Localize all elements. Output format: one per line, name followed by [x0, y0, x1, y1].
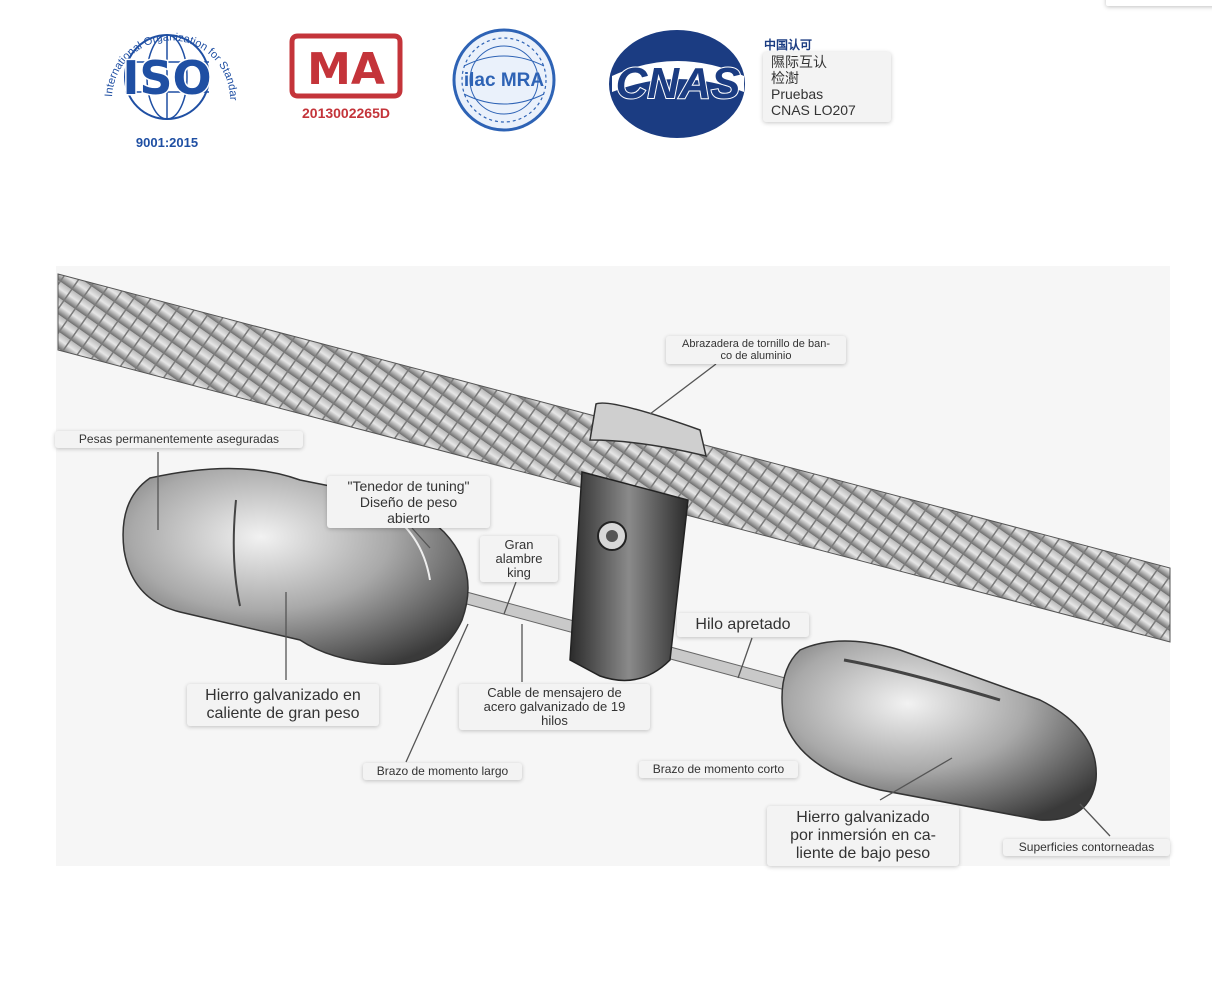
label-short-moment-arm: Brazo de momento corto: [639, 761, 798, 778]
conductor-cable: [57, 273, 1171, 643]
iso-standard: 9001:2015: [136, 135, 198, 150]
clamp-bolt-center: [606, 530, 618, 542]
label-tight-thread: Hilo apretado: [677, 613, 809, 637]
clamp-body: [569, 471, 689, 682]
label-tuning-fork: "Tenedor de tuning" Diseño de peso abier…: [327, 476, 490, 528]
label-long-moment-arm: Brazo de momento largo: [363, 763, 522, 780]
cma-code: 2013002265D: [302, 105, 390, 121]
cnas-tooltip-line: 隰际互认: [771, 54, 827, 70]
cnas-tooltip-line: Pruebas: [771, 86, 824, 102]
label-clamp: Abrazadera de tornillo de ban- co de alu…: [666, 336, 846, 364]
leader-lines: [157, 363, 1111, 837]
top-right-card: [1106, 0, 1212, 6]
light-weight: [781, 640, 1097, 821]
weight-slot-line: [232, 499, 241, 607]
label-light-galvanized-iron: Hierro galvanizado por inmersión en ca- …: [767, 806, 959, 866]
cnas-logo: CNAS: [609, 30, 745, 138]
label-heavy-galvanized-iron: Hierro galvanizado en caliente de gran p…: [187, 684, 379, 726]
cnas-tooltip-line: 检澍: [771, 70, 799, 86]
iso-logo: International Organization for Standardi…: [92, 2, 239, 150]
cma-logo: MA 2013002265D: [289, 33, 403, 121]
cnas-tooltip: 隰际互认 检澍 Pruebas CNAS LO207: [763, 52, 891, 122]
clamp-top: [589, 402, 708, 458]
cnas-tooltip-line: CNAS LO207: [771, 102, 856, 118]
label-contoured-surfaces: Superficies contorneadas: [1003, 839, 1170, 856]
label-permanent-weights: Pesas permanentemente aseguradas: [55, 431, 303, 448]
iso-mark: ISO: [122, 51, 211, 105]
cnas-mark: CNAS: [616, 59, 741, 108]
label-messenger-cable: Cable de mensajero de acero galvanizado …: [459, 684, 650, 730]
light-weight-slot: [843, 658, 1001, 702]
cma-mark: MA: [307, 44, 385, 95]
label-king-wire: Gran alambre king: [480, 536, 558, 582]
ilac-mra-logo: ilac MRA: [452, 28, 556, 132]
ilac-mark: ilac MRA: [464, 70, 545, 91]
cnas-cn-label: 中国认可: [764, 38, 813, 52]
